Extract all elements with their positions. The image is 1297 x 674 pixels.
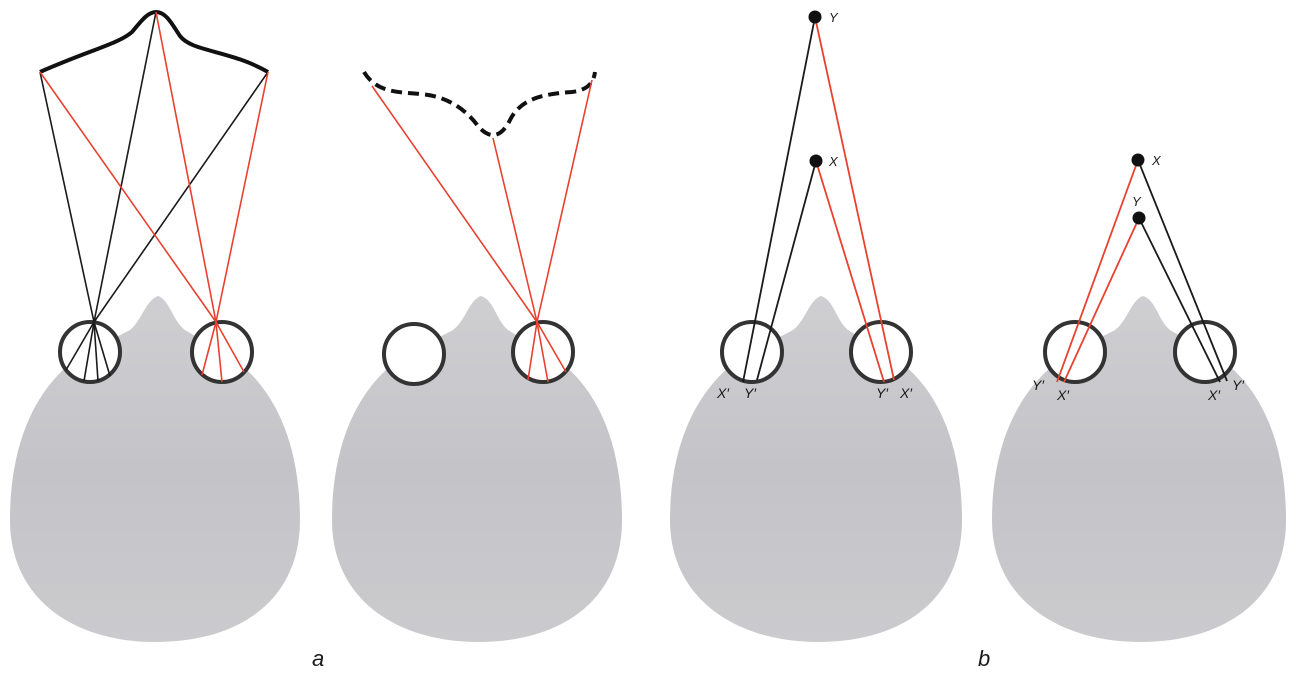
- projection-y-right: Y′: [876, 385, 889, 401]
- projection-x-right: X′: [1207, 387, 1221, 403]
- projection-x-left: X′: [1056, 387, 1070, 403]
- left-eye: [384, 324, 444, 384]
- head-3: Y X X′ Y′ Y′ X′: [670, 10, 962, 642]
- point-x: [810, 155, 823, 168]
- panel-label-b: b: [978, 646, 990, 671]
- head-silhouette: [332, 296, 622, 642]
- head-1: [10, 12, 300, 642]
- head-2: [332, 72, 622, 642]
- left-eye: [722, 322, 782, 382]
- projection-y-right: Y′: [1232, 377, 1245, 393]
- head-silhouette: [10, 296, 300, 642]
- ray: [94, 12, 156, 322]
- left-eye: [60, 322, 120, 382]
- head-silhouette: [992, 296, 1286, 642]
- point-x: [1132, 154, 1145, 167]
- point-y: [809, 11, 822, 24]
- object-contour-dashed: [364, 72, 595, 135]
- point-y: [1133, 212, 1146, 225]
- ray: [156, 12, 216, 322]
- point-y-label: Y: [1132, 194, 1142, 209]
- point-x-label: X: [828, 154, 839, 169]
- projection-x-right: X′: [899, 385, 913, 401]
- ray: [372, 86, 537, 322]
- point-y-label: Y: [829, 10, 839, 25]
- panel-label-a: a: [312, 646, 324, 671]
- ray: [493, 138, 537, 322]
- ray: [537, 80, 592, 322]
- head-silhouette: [670, 296, 962, 642]
- projection-y-left: Y′: [1032, 377, 1045, 393]
- head-4: X Y Y′ X′ X′ Y′: [992, 153, 1286, 642]
- point-x-label: X: [1151, 153, 1162, 168]
- projection-x-left: X′: [716, 385, 730, 401]
- projection-y-left: Y′: [744, 385, 757, 401]
- right-eye: [192, 322, 252, 382]
